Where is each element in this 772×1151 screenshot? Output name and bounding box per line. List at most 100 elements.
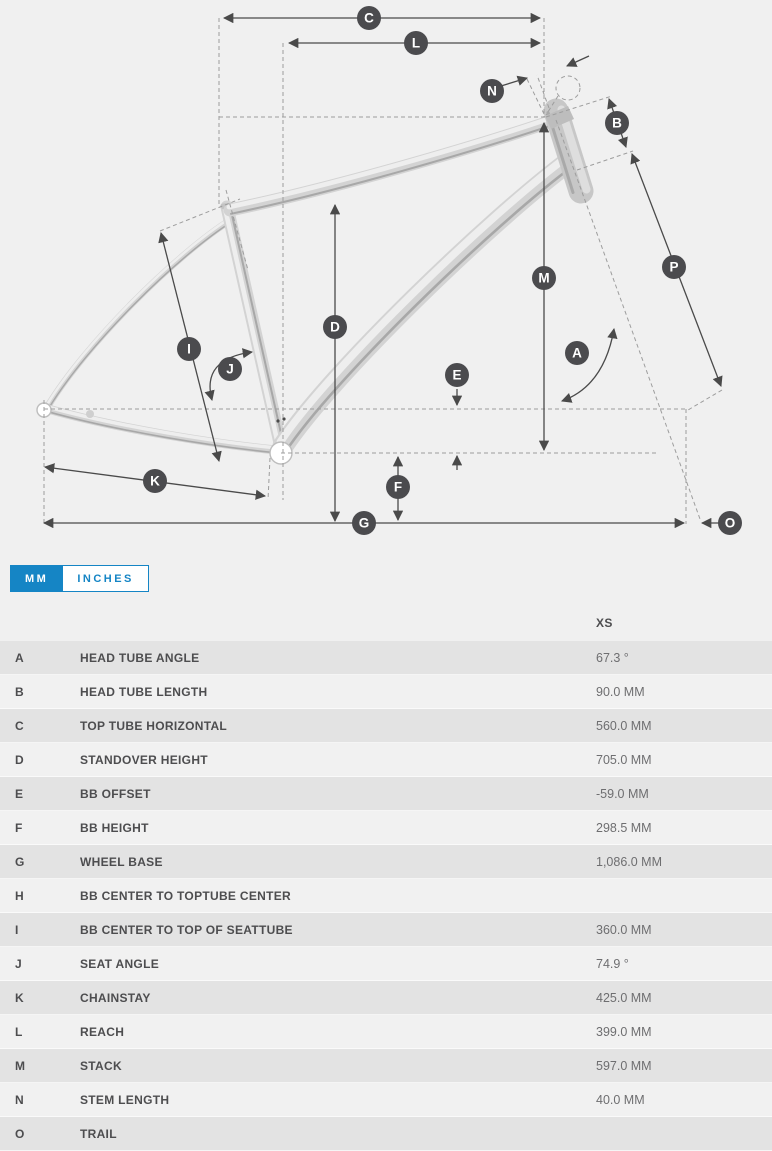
- table-row: G WHEEL BASE 1,086.0 MM: [0, 844, 772, 879]
- diagram-label-p: P: [662, 255, 686, 279]
- row-name: STANDOVER HEIGHT: [65, 742, 581, 777]
- geometry-table: XS A HEAD TUBE ANGLE 67.3 ° B HEAD TUBE …: [0, 604, 772, 1151]
- row-name: HEAD TUBE LENGTH: [65, 674, 581, 709]
- bike-frame-geometry-diagram: C L N B P M D I J E A K F G O: [36, 6, 742, 535]
- dimension-lines: [42, 12, 723, 529]
- unit-mm-button[interactable]: MM: [10, 565, 64, 592]
- row-letter: H: [0, 878, 65, 913]
- row-name: BB CENTER TO TOPTUBE CENTER: [65, 878, 581, 913]
- table-row: D STANDOVER HEIGHT 705.0 MM: [0, 742, 772, 777]
- svg-text:A: A: [572, 346, 582, 361]
- row-letter: N: [0, 1082, 65, 1117]
- row-letter: E: [0, 776, 65, 811]
- row-letter: B: [0, 674, 65, 709]
- diagram-label-j: J: [218, 357, 242, 381]
- row-value-xs: [581, 1116, 772, 1151]
- svg-text:L: L: [412, 36, 420, 51]
- row-value-xs: 298.5 MM: [581, 810, 772, 845]
- row-letter: I: [0, 912, 65, 947]
- row-letter: K: [0, 980, 65, 1015]
- stem-spacer-circle: [555, 75, 581, 101]
- row-value-xs: 360.0 MM: [581, 912, 772, 947]
- svg-text:P: P: [669, 260, 678, 275]
- svg-text:I: I: [187, 342, 191, 357]
- diagram-label-e: E: [445, 363, 469, 387]
- row-letter: L: [0, 1014, 65, 1049]
- svg-text:J: J: [226, 362, 234, 377]
- dimension-n-stem-arrow-right: [566, 55, 590, 67]
- unit-inches-button[interactable]: INCHES: [63, 565, 149, 592]
- diagram-label-f: F: [386, 475, 410, 499]
- row-letter: M: [0, 1048, 65, 1083]
- frame-head-tube: [545, 106, 587, 193]
- frame-seat-stay: [47, 217, 233, 408]
- row-value-xs: 74.9 °: [581, 946, 772, 981]
- unit-toggle: MM INCHES: [10, 565, 149, 592]
- table-row: N STEM LENGTH 40.0 MM: [0, 1082, 772, 1117]
- diagram-label-m: M: [532, 266, 556, 290]
- row-letter: D: [0, 742, 65, 777]
- cable-guide-dot: [276, 419, 280, 423]
- row-value-xs: 1,086.0 MM: [581, 844, 772, 879]
- row-value-xs: 40.0 MM: [581, 1082, 772, 1117]
- dimension-n-stem-arrow-left: [500, 75, 528, 87]
- svg-text:C: C: [364, 11, 374, 26]
- header-size-xs: XS: [596, 615, 613, 630]
- frame-seat-tube: [220, 202, 286, 453]
- row-name: BB CENTER TO TOP OF SEATTUBE: [65, 912, 581, 947]
- svg-text:B: B: [612, 116, 622, 131]
- row-name: STEM LENGTH: [65, 1082, 581, 1117]
- table-row: A HEAD TUBE ANGLE 67.3 °: [0, 641, 772, 675]
- head-tube-top-face: [545, 106, 574, 129]
- diagram-label-k: K: [143, 469, 167, 493]
- row-letter: A: [0, 641, 65, 675]
- row-name: REACH: [65, 1014, 581, 1049]
- svg-text:D: D: [330, 320, 340, 335]
- svg-text:N: N: [487, 84, 497, 99]
- table-header-row: XS: [0, 604, 772, 641]
- svg-text:M: M: [538, 271, 549, 286]
- diagram-label-c: C: [357, 6, 381, 30]
- diagram-label-b: B: [605, 111, 629, 135]
- construction-lines: [43, 18, 723, 524]
- row-value-xs: 67.3 °: [581, 641, 772, 675]
- table-row: C TOP TUBE HORIZONTAL 560.0 MM: [0, 708, 772, 743]
- row-value-xs: 705.0 MM: [581, 742, 772, 777]
- row-name: STACK: [65, 1048, 581, 1083]
- diagram-label-g: G: [352, 511, 376, 535]
- svg-text:F: F: [394, 480, 402, 495]
- row-name: BB HEIGHT: [65, 810, 581, 845]
- row-value-xs: [581, 878, 772, 913]
- table-row: H BB CENTER TO TOPTUBE CENTER: [0, 878, 772, 913]
- row-value-xs: 560.0 MM: [581, 708, 772, 743]
- diagram-label-a: A: [565, 341, 589, 365]
- table-row: K CHAINSTAY 425.0 MM: [0, 980, 772, 1015]
- diagram-label-o: O: [718, 511, 742, 535]
- row-name: TRAIL: [65, 1116, 581, 1151]
- header-letter-cell: [0, 604, 65, 641]
- row-letter: F: [0, 810, 65, 845]
- table-row: J SEAT ANGLE 74.9 °: [0, 946, 772, 981]
- row-name: SEAT ANGLE: [65, 946, 581, 981]
- frame-chain-stay: [48, 407, 277, 453]
- row-name: CHAINSTAY: [65, 980, 581, 1015]
- frame-down-tube: [280, 156, 573, 452]
- cable-guide-dot: [282, 417, 286, 421]
- diagram-label-n: N: [480, 79, 504, 103]
- row-name: BB OFFSET: [65, 776, 581, 811]
- dimension-a-head-angle-arc: [561, 327, 618, 403]
- row-value-xs: 90.0 MM: [581, 674, 772, 709]
- svg-text:K: K: [150, 474, 160, 489]
- diagram-label-d: D: [323, 315, 347, 339]
- row-value-xs: 425.0 MM: [581, 980, 772, 1015]
- row-letter: G: [0, 844, 65, 879]
- svg-text:G: G: [359, 516, 370, 531]
- row-letter: O: [0, 1116, 65, 1151]
- row-value-xs: -59.0 MM: [581, 776, 772, 811]
- header-name-cell: [65, 604, 581, 641]
- derailleur-hanger: [86, 410, 94, 418]
- diagram-label-l: L: [404, 31, 428, 55]
- svg-text:E: E: [452, 368, 461, 383]
- table-row: O TRAIL: [0, 1116, 772, 1151]
